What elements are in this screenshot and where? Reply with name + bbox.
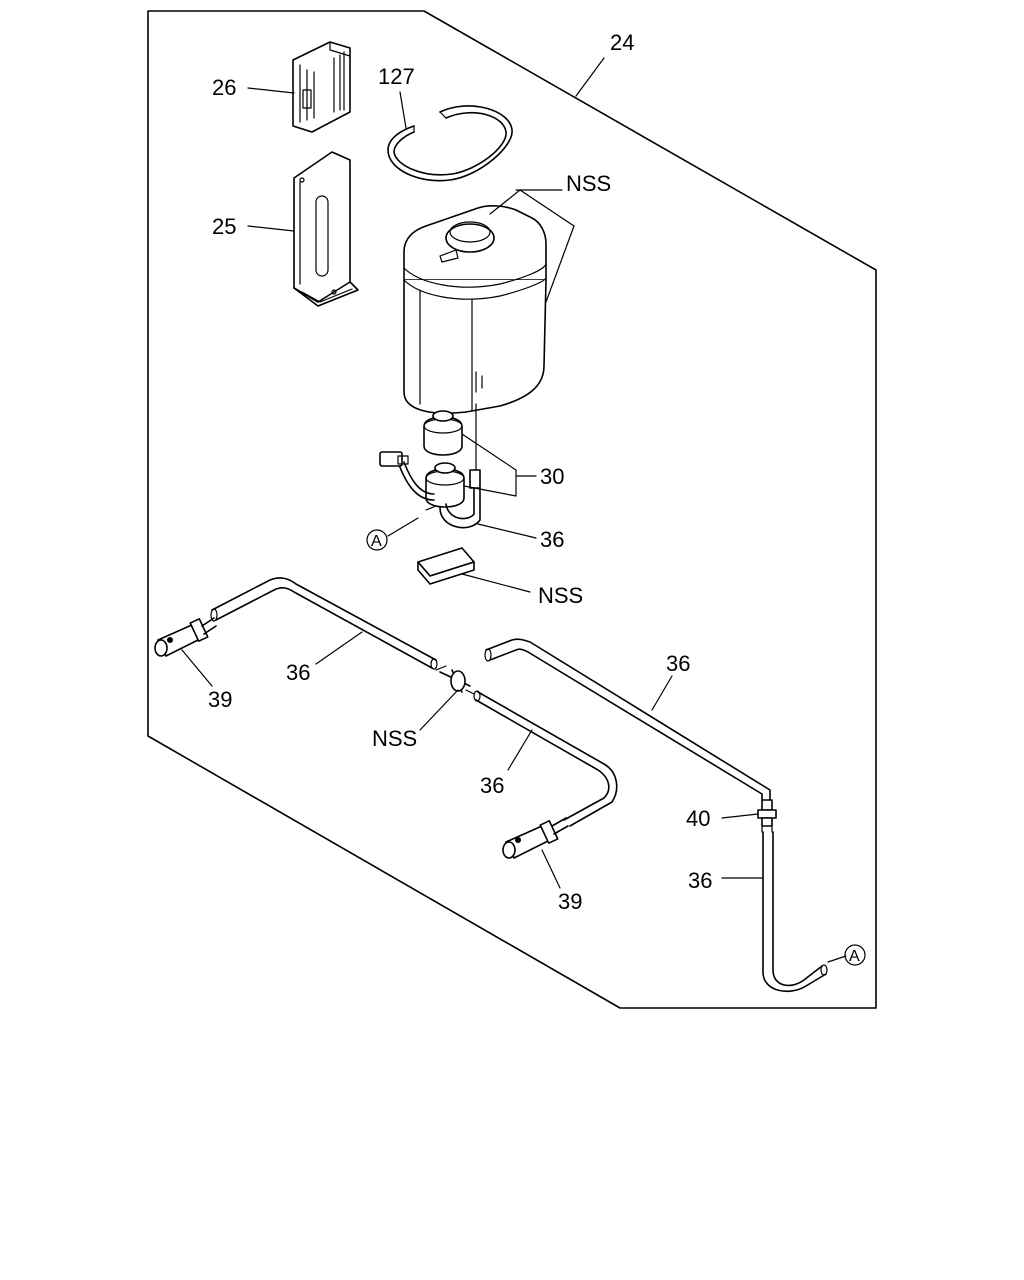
callout-pad: NSS (538, 583, 583, 608)
ref-a-left-marker (366, 529, 388, 551)
callout-band: 127 (378, 64, 415, 89)
valve-part (757, 799, 777, 833)
right-hose-part (484, 638, 771, 801)
nozzle-center-part (502, 817, 569, 859)
ref-a-right-marker (844, 944, 866, 966)
callout-hose-right: 36 (666, 651, 690, 676)
connector-part (435, 665, 475, 695)
pad-part (417, 547, 475, 585)
callout-bracket: 25 (212, 214, 236, 239)
callout-hose-left: 36 (286, 660, 310, 685)
callout-connector: NSS (372, 726, 417, 751)
assembly-outline (147, 10, 877, 1009)
bottom-hose-part (762, 831, 828, 993)
callout-nozzle-center: 39 (558, 889, 582, 914)
callout-tank: NSS (566, 171, 611, 196)
callout-valve: 40 (686, 806, 710, 831)
callout-pump: 30 (540, 464, 564, 489)
left-hose-part (210, 577, 438, 670)
pump-part (379, 410, 481, 529)
bracket-part (293, 151, 359, 307)
leader-lines (181, 57, 847, 963)
center-hose-part (473, 690, 618, 827)
callout-ref-a-left: A (371, 533, 382, 550)
nozzle-left-part (154, 617, 217, 657)
callout-hose-pump: 36 (540, 527, 564, 552)
bracket-top-part (292, 41, 351, 133)
callout-hose-bottom: 36 (688, 868, 712, 893)
callout-bracket-top: 26 (212, 75, 236, 100)
band-part (387, 105, 513, 182)
callout-nozzle-left: 39 (208, 687, 232, 712)
callout-ref-a-right: A (849, 948, 860, 965)
callout-assembly: 24 (610, 30, 634, 55)
callout-hose-center: 36 (480, 773, 504, 798)
tank-part (403, 205, 547, 471)
